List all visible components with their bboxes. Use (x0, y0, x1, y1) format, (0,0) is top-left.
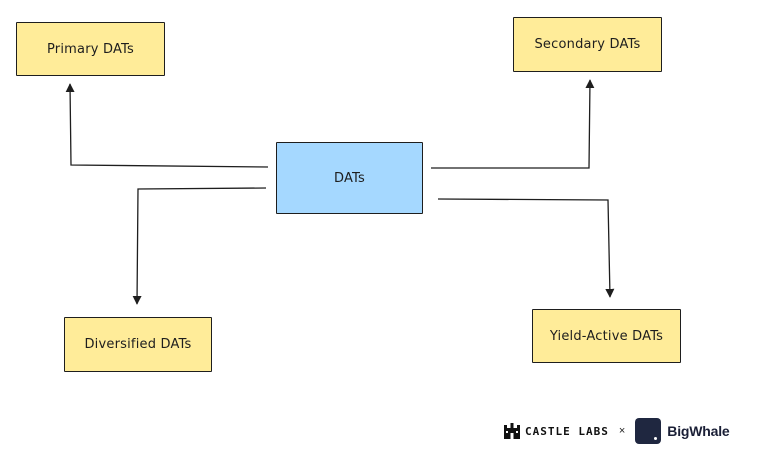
brand-separator: × (618, 425, 626, 437)
edge-center-to-secondary (431, 79, 595, 169)
the-big-whale-logo-icon (635, 418, 662, 444)
node-primary-dats: Primary DATs (16, 22, 165, 76)
node-yield-label: Yield-Active DATs (549, 328, 664, 344)
node-secondary-label: Secondary DATs (534, 37, 641, 52)
edge-center-to-yield (437, 198, 615, 298)
castle-icon (503, 422, 521, 440)
branding-footer: CASTLE LABS × BigWhale (503, 418, 730, 444)
castle-labs-wordmark: CASTLE LABS (525, 424, 609, 438)
node-primary-label: Primary DATs (47, 41, 134, 57)
edge-center-to-primary (65, 83, 269, 168)
node-diversified-label: Diversified DATs (84, 337, 192, 352)
node-yield-active-dats: Yield-Active DATs (532, 309, 681, 363)
edge-center-to-diversified (132, 187, 267, 305)
node-center-dats: DATs (276, 142, 423, 214)
node-diversified-dats: Diversified DATs (64, 317, 212, 372)
node-center-label: DATs (333, 170, 366, 186)
big-whale-wordmark: BigWhale (667, 423, 730, 439)
node-secondary-dats: Secondary DATs (513, 17, 662, 72)
